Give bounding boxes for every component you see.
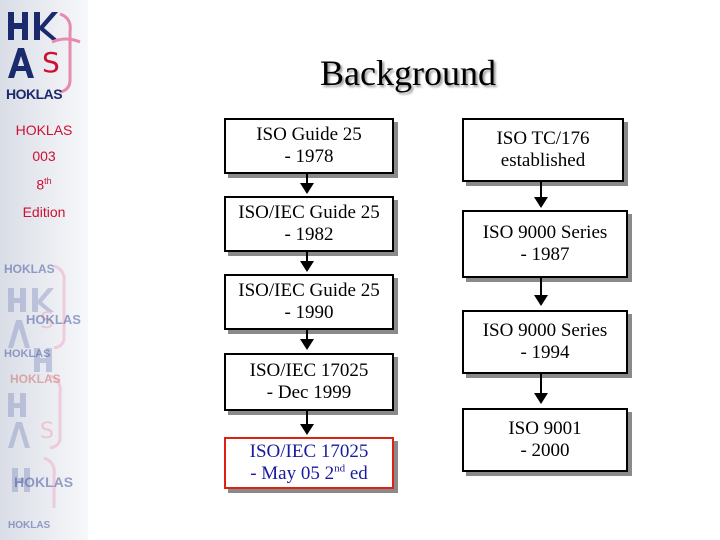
arrow-down — [534, 180, 548, 208]
slide-title: Background — [320, 53, 496, 93]
svg-text:S: S — [40, 309, 54, 334]
watermark-text-4: HOKLAS — [10, 372, 61, 386]
timeline-box-iso-iec-17025-1999: ISO/IEC 17025- Dec 1999 — [224, 353, 394, 411]
timeline-box-iso-iec-17025-2005: ISO/IEC 17025 - May 05 2nd ed — [224, 437, 394, 489]
watermark-logos: S S — [8, 264, 66, 508]
timeline-box-iso-9001-2000: ISO 9001- 2000 — [462, 408, 628, 472]
arrow-down — [534, 276, 548, 306]
arrow-down — [534, 372, 548, 404]
watermark-text-1: HOKLAS — [4, 262, 55, 276]
sidebar-org-label: HOKLAS — [15, 122, 73, 138]
svg-text:S: S — [40, 419, 54, 444]
sidebar-edition-word: Edition — [22, 204, 66, 220]
watermark-text-3: HOKLAS — [4, 348, 51, 360]
sidebar: S HOKLAS HOKLAS 003 8th Edition S S HOKL… — [0, 0, 88, 540]
watermark-text-6: HOKLAS — [8, 520, 51, 531]
sidebar-edition-number: 8th — [36, 176, 52, 193]
watermark-text-5: HOKLAS — [14, 474, 74, 490]
timeline-box-iso-9000-1994: ISO 9000 Series- 1994 — [462, 310, 628, 374]
arrow-down — [300, 172, 314, 194]
sidebar-number-label: 003 — [32, 148, 56, 164]
arrow-down — [300, 328, 314, 350]
arrow-down — [300, 409, 314, 435]
watermark-text-2: HOKLAS — [26, 312, 81, 327]
arrow-down — [300, 250, 314, 272]
logo-wordmark: HOKLAS — [6, 86, 63, 102]
timeline-box-iso-9000-1987: ISO 9000 Series- 1987 — [462, 210, 628, 278]
timeline-box-iso-iec-guide-25-1990: ISO/IEC Guide 25- 1990 — [224, 274, 394, 330]
svg-text:S: S — [42, 46, 60, 79]
timeline-box-iso-iec-guide-25-1982: ISO/IEC Guide 25- 1982 — [224, 196, 394, 252]
hoklas-logo: S — [8, 12, 81, 94]
timeline-box-iso-guide-25-1978: ISO Guide 25- 1978 — [224, 118, 394, 174]
